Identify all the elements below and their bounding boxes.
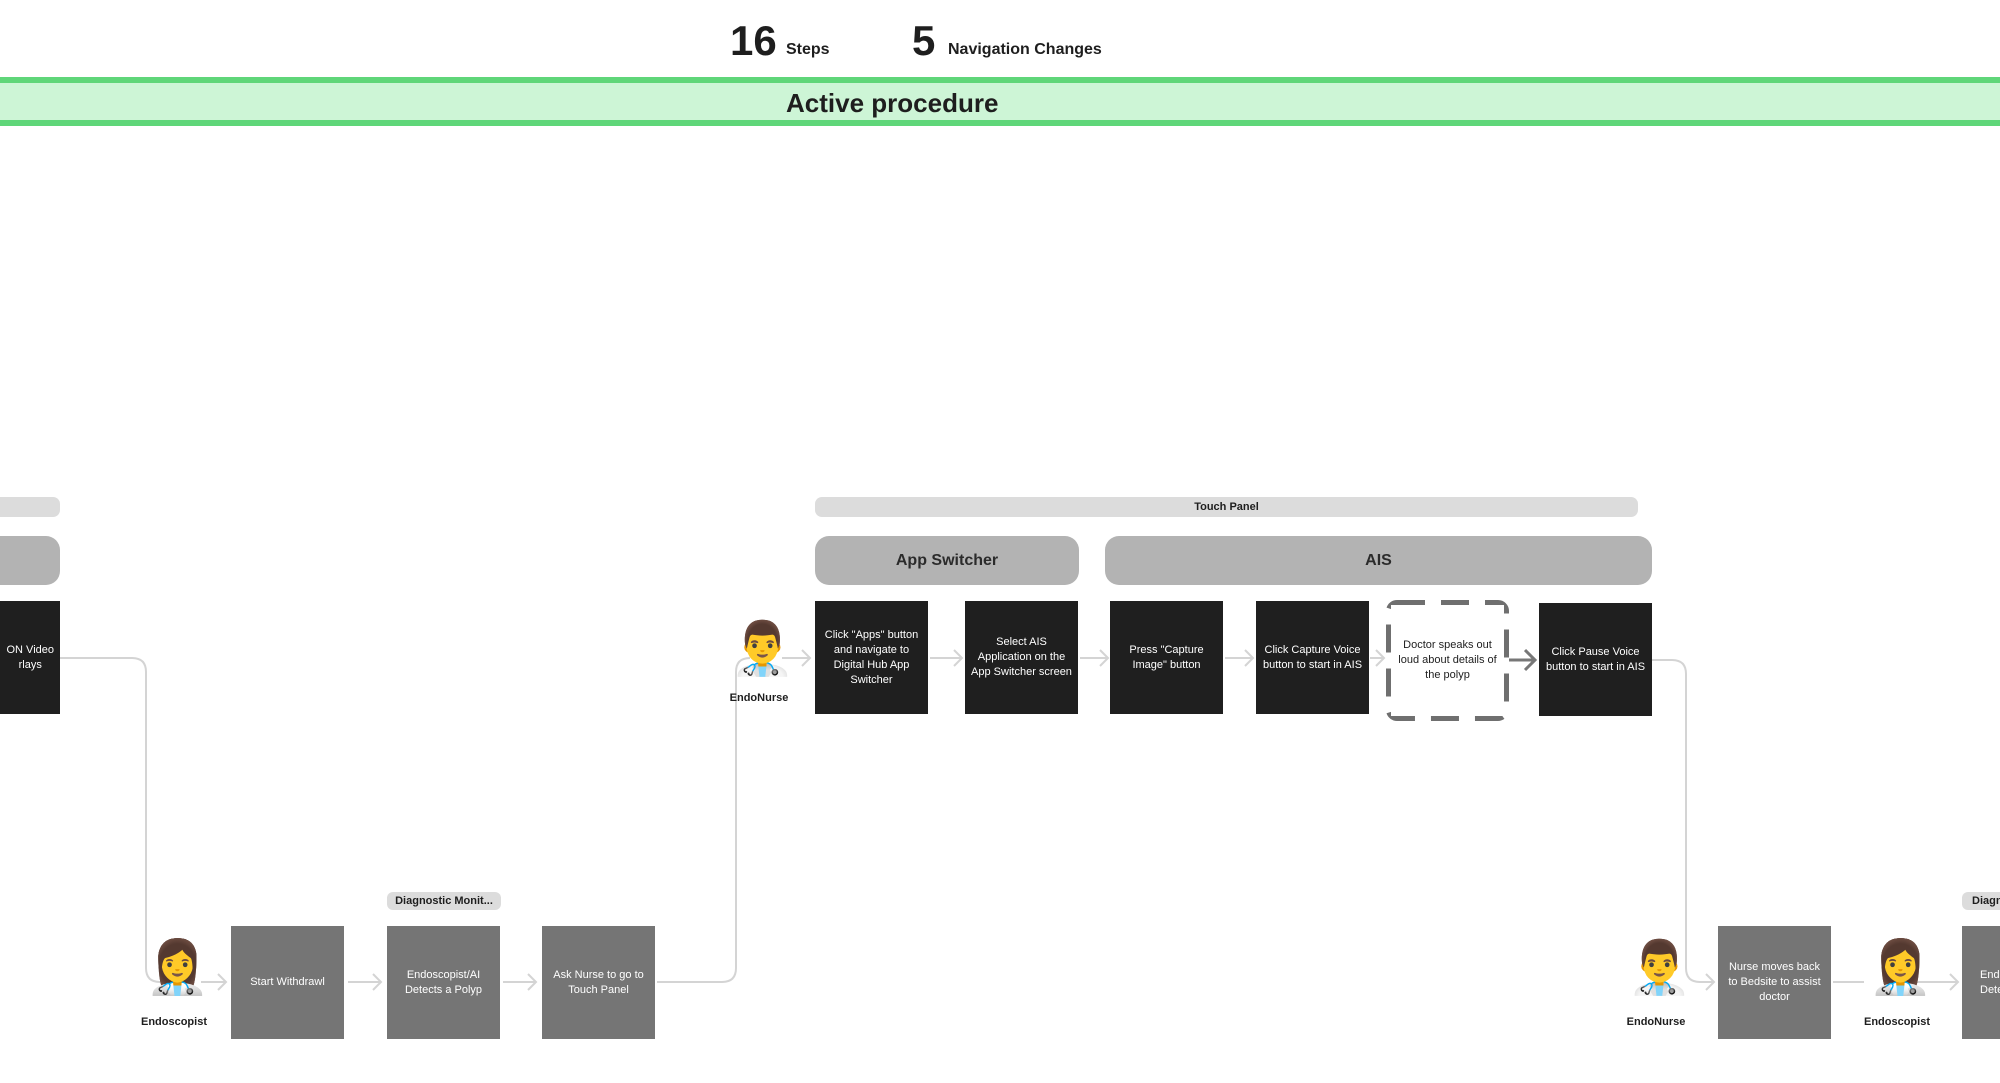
touch-panel-group-label: Touch Panel xyxy=(815,497,1638,517)
phase-banner xyxy=(0,77,2000,126)
endoscopist-label-2: Endoscopist xyxy=(1863,1016,1930,1028)
step-nurse-moves-back: Nurse moves back to Bedsite to assist do… xyxy=(1718,926,1831,1039)
endoscopist-avatar-icon: 👩‍⚕️ xyxy=(145,939,210,997)
step-detects-polyp: Endoscopist/AI Detects a Polyp xyxy=(387,926,500,1039)
endonurse-avatar-icon-2: 👨‍⚕️ xyxy=(1627,939,1692,997)
step-box-partial-left: ON Video rlays xyxy=(0,601,60,714)
steps-label: Steps xyxy=(786,41,830,58)
endoscopist-label: Endoscopist xyxy=(140,1016,207,1028)
app-switcher-group-label: App Switcher xyxy=(815,536,1079,585)
diagnostic-monitor-tag: Diagnostic Monit... xyxy=(387,892,501,910)
endoscopist-avatar-icon-2: 👩‍⚕️ xyxy=(1868,939,1933,997)
step-doctor-speaks: Doctor speaks out loud about details of … xyxy=(1391,605,1504,716)
dashed-box-border xyxy=(1386,600,1509,721)
navigation-changes-count: 5 xyxy=(912,17,936,64)
phase-title: Active procedure xyxy=(786,88,999,118)
endonurse-label-2: EndoNurse xyxy=(1626,1016,1686,1028)
step-click-capture-voice: Click Capture Voice button to start in A… xyxy=(1256,601,1369,714)
diagnostic-tag-partial: Diagn xyxy=(1962,892,2000,910)
step-click-pause-voice: Click Pause Voice button to start in AIS xyxy=(1539,603,1652,716)
connector-bottom-to-top xyxy=(657,657,751,983)
navigation-changes-label: Navigation Changes xyxy=(948,41,1102,58)
endonurse-avatar-icon: 👨‍⚕️ xyxy=(730,620,795,678)
connector-top-to-right xyxy=(1652,659,1714,983)
step-start-withdrawl: Start Withdrawl xyxy=(231,926,344,1039)
step-select-ais: Select AIS Application on the App Switch… xyxy=(965,601,1078,714)
steps-count: 16 xyxy=(730,17,777,64)
step-partial-right: End Dete xyxy=(1962,926,2000,1039)
left-subgroup-partial xyxy=(0,536,60,585)
step-click-apps: Click "Apps" button and navigate to Digi… xyxy=(815,601,928,714)
connector-left-to-bottom xyxy=(60,657,170,983)
endonurse-label: EndoNurse xyxy=(729,692,789,704)
ais-group-label: AIS xyxy=(1105,536,1652,585)
left-group-label-partial xyxy=(0,497,60,517)
step-ask-nurse: Ask Nurse to go to Touch Panel xyxy=(542,926,655,1039)
step-press-capture-image: Press "Capture Image" button xyxy=(1110,601,1223,714)
